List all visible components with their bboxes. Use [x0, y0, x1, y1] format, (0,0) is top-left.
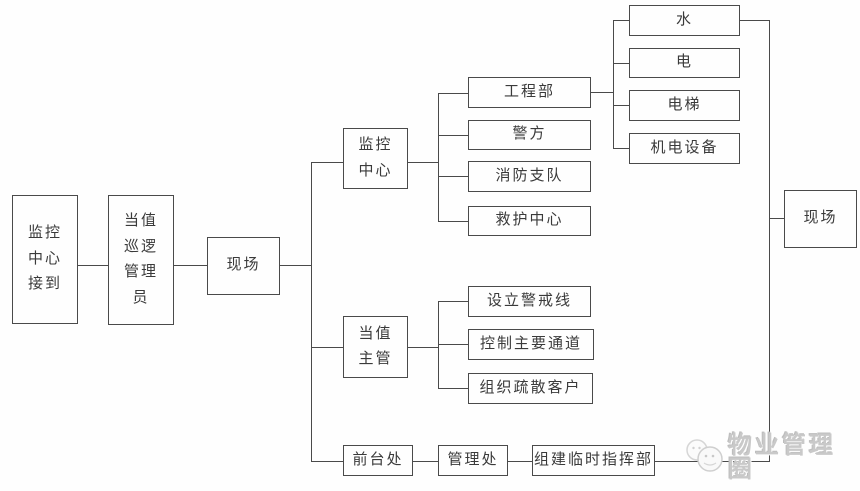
- node-police: 警方: [468, 120, 591, 150]
- connector-line: [413, 461, 438, 462]
- node-duty-supervisor: 当值 主管: [343, 316, 408, 378]
- connector-line: [591, 92, 613, 93]
- connector-line: [508, 461, 532, 462]
- connector-line: [311, 162, 312, 462]
- connector-line: [408, 162, 438, 163]
- node-control-main-passages: 控制主要通道: [468, 329, 594, 360]
- node-monitor-center: 监控 中心: [343, 128, 408, 189]
- connector-line: [311, 162, 343, 163]
- connector-line: [438, 135, 468, 136]
- connector-line: [311, 461, 343, 462]
- watermark-text: 物业管理圈: [728, 433, 836, 483]
- connector-line: [613, 20, 629, 21]
- connector-line: [613, 20, 614, 149]
- node-management-office: 管理处: [438, 445, 508, 476]
- node-duty-patrol-manager: 当值 巡逻 管理 员: [108, 195, 174, 325]
- node-scene-right: 现场: [784, 190, 857, 248]
- connector-line: [438, 301, 439, 389]
- connector-line: [438, 301, 468, 302]
- node-scene-left: 现场: [207, 237, 280, 295]
- connector-line: [769, 218, 784, 219]
- connector-line: [438, 93, 439, 222]
- connector-line: [174, 265, 207, 266]
- node-monitor-center-received: 监控 中心 接到: [12, 195, 78, 324]
- connector-line: [613, 63, 629, 64]
- node-mech-elec-equipment: 机电设备: [629, 133, 740, 164]
- connector-line: [311, 347, 343, 348]
- node-rescue-center: 救护中心: [468, 206, 591, 236]
- node-form-temp-command-post: 组建临时指挥部: [532, 445, 655, 476]
- connector-line: [438, 221, 468, 222]
- connector-line: [438, 176, 468, 177]
- connector-line: [438, 388, 468, 389]
- connector-line: [613, 148, 629, 149]
- connector-line: [78, 265, 108, 266]
- connector-line: [769, 20, 770, 462]
- wechat-chat-bubbles-icon: [684, 438, 726, 478]
- connector-line: [740, 20, 769, 21]
- node-elevator: 电梯: [629, 90, 740, 121]
- connector-line: [438, 93, 468, 94]
- connector-line: [613, 105, 629, 106]
- connector-line: [408, 347, 438, 348]
- node-front-desk: 前台处: [343, 445, 413, 476]
- node-organize-evacuation: 组织疏散客户: [468, 373, 593, 404]
- connector-line: [280, 265, 311, 266]
- watermark: 物业管理圈: [684, 434, 860, 482]
- node-fire-brigade: 消防支队: [468, 161, 591, 192]
- node-electricity: 电: [629, 48, 740, 78]
- node-engineering-dept: 工程部: [468, 77, 591, 108]
- connector-line: [438, 344, 468, 345]
- node-set-cordon-line: 设立警戒线: [468, 286, 591, 317]
- connector-line: [655, 461, 769, 462]
- node-water: 水: [629, 5, 740, 36]
